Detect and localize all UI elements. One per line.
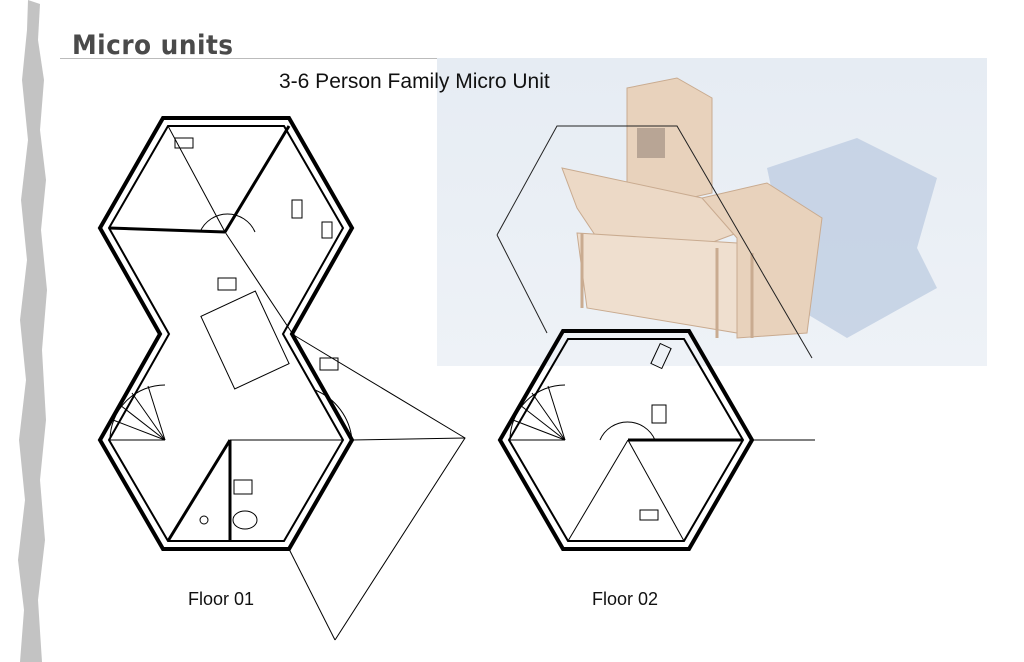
render-illustration — [496, 77, 937, 359]
floor-02-label: Floor 02 — [592, 589, 659, 609]
title-divider — [60, 58, 490, 59]
3d-render-image — [437, 58, 987, 366]
unit-subtitle: 3-6 Person Family Micro Unit — [279, 70, 550, 93]
slide-title: Micro units — [72, 30, 234, 61]
floor-01-plan — [97, 116, 466, 641]
floor-02-plan — [497, 329, 815, 551]
floor-01-label: Floor 01 — [188, 589, 255, 609]
brush-stroke-decoration — [18, 0, 47, 662]
